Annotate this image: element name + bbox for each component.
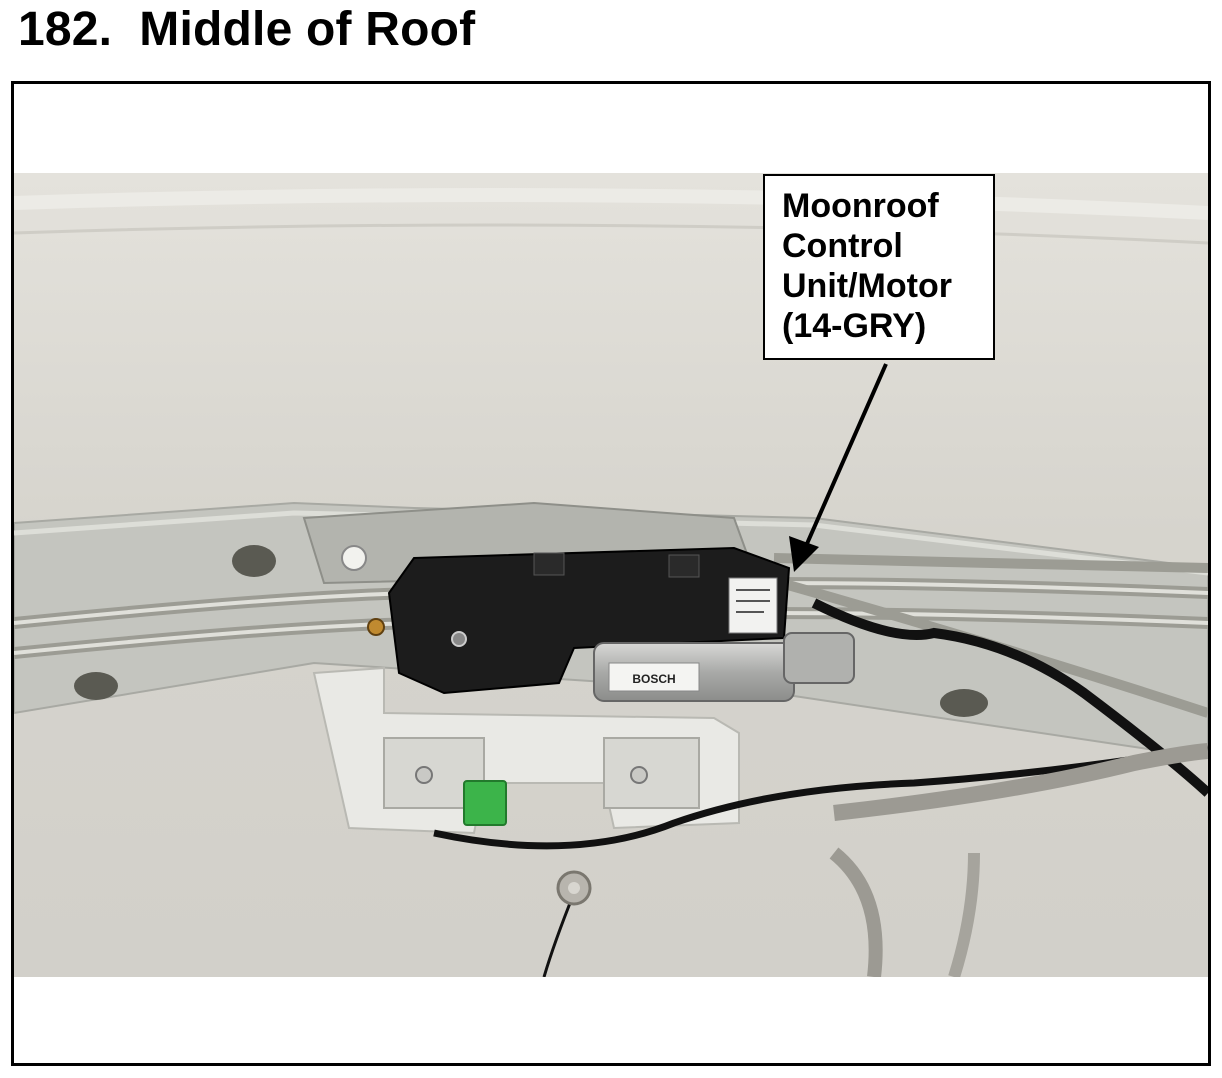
drive-motor: BOSCH — [593, 632, 855, 702]
green-connector — [463, 780, 507, 826]
callout-line-3: Unit/Motor — [782, 267, 952, 305]
callout-line-4: (14-GRY) — [782, 307, 927, 345]
roof-photo-drawing: BOSCH — [14, 173, 1208, 977]
control-unit-housing — [367, 546, 791, 695]
roof-photo: BOSCH — [14, 173, 1208, 977]
page-title: 182. Middle of Roof — [18, 3, 476, 56]
wiring-harness — [433, 598, 1208, 977]
callout-box: Moonroof Control Unit/Motor (14-GRY) — [763, 174, 995, 360]
callout-line-2: Control — [782, 227, 903, 265]
motor-brand-label: BOSCH — [632, 672, 675, 686]
ground-stud — [556, 870, 592, 906]
figure-frame: BOSCH Moonroof Control — [11, 81, 1211, 1066]
callout-line-1: Moonroof — [782, 187, 939, 225]
mounting-bracket — [312, 666, 740, 835]
